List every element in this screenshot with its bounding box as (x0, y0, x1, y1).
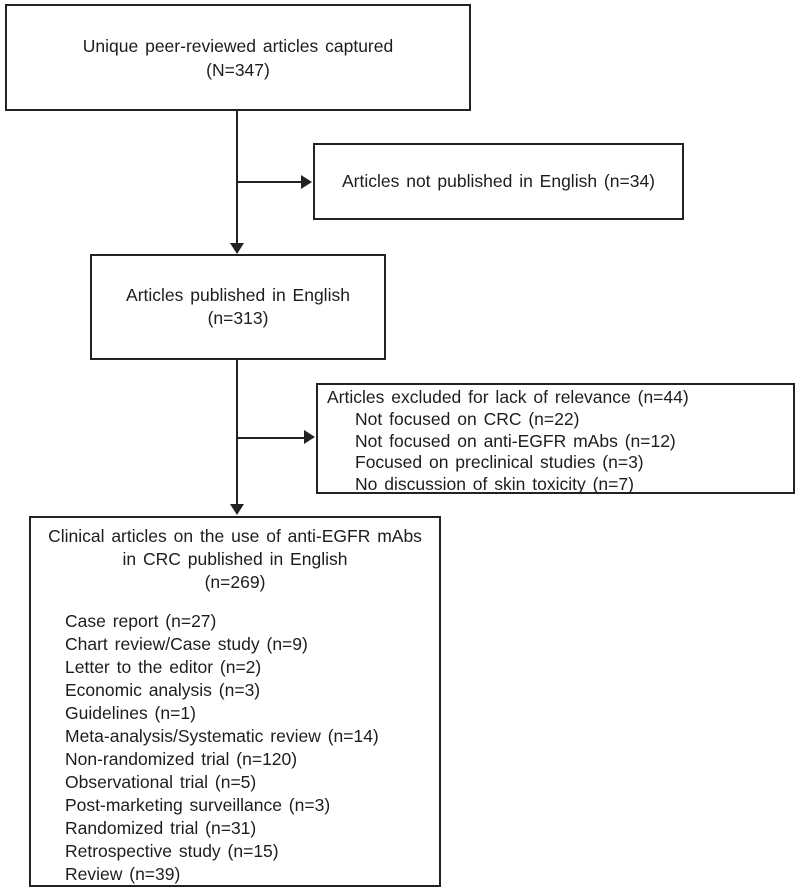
box-included-title-line2: in CRC published in English (122, 549, 348, 569)
flow-line-captured-to-english (236, 111, 238, 244)
box-clinical-articles-included: Clinical articles on the use of anti-EGF… (29, 516, 441, 887)
article-category: Guidelines (n=1) (65, 703, 196, 723)
box-articles-english-count: (n=313) (207, 308, 269, 328)
article-category-list: Case report (n=27) Chart review/Case stu… (31, 610, 439, 886)
box-articles-not-english-text: Articles not published in English (n=34) (341, 171, 656, 191)
article-category: Randomized trial (n=31) (65, 818, 257, 838)
box-articles-english: Articles published in English (n=313) (90, 254, 386, 360)
arrow-down-icon (230, 243, 244, 254)
exclusion-reason: Focused on preclinical studies (n=3) (355, 452, 644, 473)
box-articles-excluded-title: Articles excluded for lack of relevance … (327, 387, 689, 407)
article-category: Economic analysis (n=3) (65, 680, 261, 700)
article-category: Meta-analysis/Systematic review (n=14) (65, 726, 379, 746)
box-included-title-line1: Clinical articles on the use of anti-EGF… (48, 526, 422, 546)
article-category: Review (n=39) (65, 864, 181, 884)
box-included-count: (n=269) (204, 572, 266, 592)
article-category: Non-randomized trial (n=120) (65, 749, 298, 769)
box-articles-excluded: Articles excluded for lack of relevance … (316, 383, 795, 494)
arrow-down-icon (230, 504, 244, 515)
article-category: Post-marketing surveillance (n=3) (65, 795, 331, 815)
box-articles-captured-text: Unique peer-reviewed articles captured (82, 35, 394, 56)
arrow-right-icon (304, 430, 315, 444)
article-category: Case report (n=27) (65, 611, 217, 631)
exclusion-reason: Not focused on CRC (n=22) (355, 408, 580, 429)
flow-line-branch-not-english (237, 181, 303, 183)
box-articles-captured-count: (N=347) (206, 59, 270, 80)
flow-line-english-to-included (236, 360, 238, 505)
flow-line-branch-excluded (237, 437, 306, 439)
article-category: Retrospective study (n=15) (65, 841, 279, 861)
box-articles-english-text: Articles published in English (126, 285, 350, 305)
box-articles-not-english: Articles not published in English (n=34) (313, 143, 684, 220)
article-category: Chart review/Case study (n=9) (65, 634, 308, 654)
box-articles-captured: Unique peer-reviewed articles captured (… (5, 4, 471, 111)
article-category: Observational trial (n=5) (65, 772, 257, 792)
arrow-right-icon (301, 175, 312, 189)
article-category: Letter to the editor (n=2) (65, 657, 262, 677)
exclusion-reason: No discussion of skin toxicity (n=7) (355, 474, 634, 495)
exclusion-reason: Not focused on anti-EGFR mAbs (n=12) (355, 430, 676, 451)
